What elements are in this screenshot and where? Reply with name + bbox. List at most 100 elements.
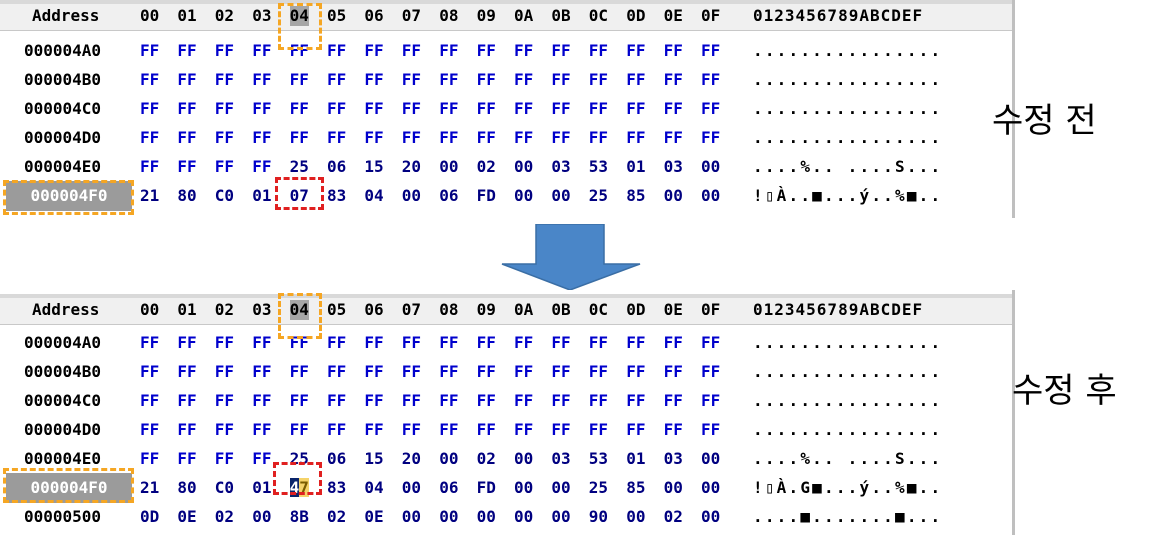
hex-byte-cell[interactable]: FF: [626, 362, 646, 381]
hex-byte-cell[interactable]: FF: [177, 362, 197, 381]
hex-byte-cell[interactable]: 20: [401, 449, 422, 468]
hex-byte-cell[interactable]: 00: [476, 507, 496, 526]
hex-byte-cell[interactable]: 00: [477, 215, 496, 218]
hex-byte-cell[interactable]: 53: [588, 157, 609, 176]
hex-byte-cell[interactable]: FF: [252, 128, 272, 147]
hex-byte-cell[interactable]: FF: [588, 333, 609, 352]
hex-byte-cell[interactable]: 00: [626, 215, 645, 218]
hex-byte-cell[interactable]: 8B: [290, 215, 309, 218]
hex-byte-cell[interactable]: 0E: [177, 507, 197, 526]
hex-byte-cell[interactable]: FF: [252, 70, 272, 89]
hex-byte-cell[interactable]: 0E: [364, 215, 383, 218]
hex-byte-cell[interactable]: FF: [663, 362, 683, 381]
hex-byte-cell[interactable]: 00: [514, 186, 534, 205]
hex-byte-cell[interactable]: FF: [514, 128, 534, 147]
hex-byte-cell[interactable]: 00: [401, 507, 422, 526]
ascii-cell[interactable]: ................: [753, 333, 943, 352]
hex-byte-cell[interactable]: FF: [252, 362, 272, 381]
hex-byte-cell[interactable]: FF: [626, 391, 646, 410]
hex-byte-cell[interactable]: 00: [514, 478, 534, 497]
hex-byte-cell[interactable]: FF: [551, 41, 571, 60]
address-cell[interactable]: 000004E0: [24, 449, 102, 468]
hex-byte-cell[interactable]: FF: [626, 70, 646, 89]
hex-byte-cell[interactable]: 8B: [289, 507, 309, 526]
hex-byte-cell[interactable]: 85: [626, 186, 646, 205]
hex-byte-cell[interactable]: FF: [177, 391, 197, 410]
ascii-cell[interactable]: ................: [753, 420, 943, 439]
hex-byte-cell[interactable]: FF: [289, 70, 309, 89]
hex-byte-cell[interactable]: FF: [663, 128, 683, 147]
hex-byte-cell[interactable]: 0D: [140, 507, 160, 526]
hex-byte-cell[interactable]: FF: [252, 420, 272, 439]
hex-byte-cell[interactable]: 00: [701, 507, 721, 526]
hex-byte-cell[interactable]: 25: [289, 157, 309, 176]
hex-byte-cell[interactable]: 21: [140, 478, 160, 497]
hex-byte-cell[interactable]: 0E: [364, 507, 384, 526]
hex-byte-cell[interactable]: 01: [252, 478, 272, 497]
hex-byte-cell[interactable]: FF: [401, 333, 422, 352]
hex-byte-cell[interactable]: FF: [327, 362, 347, 381]
hex-byte-cell[interactable]: FF: [364, 333, 384, 352]
hex-byte-cell[interactable]: FF: [663, 41, 683, 60]
hex-byte-cell[interactable]: 00: [701, 478, 721, 497]
hex-byte-cell[interactable]: FF: [701, 70, 721, 89]
hex-byte-cell[interactable]: FF: [401, 41, 422, 60]
hex-byte-cell[interactable]: 90: [589, 215, 608, 218]
hex-byte-cell[interactable]: 0D: [140, 215, 159, 218]
hex-byte-cell[interactable]: FF: [701, 99, 721, 118]
hex-byte-cell[interactable]: FF: [177, 128, 197, 147]
hex-byte-cell[interactable]: 00: [514, 215, 533, 218]
hex-byte-cell[interactable]: 00: [439, 157, 459, 176]
hex-byte-cell[interactable]: FF: [252, 333, 272, 352]
hex-byte-cell[interactable]: 00: [514, 507, 534, 526]
hex-byte-cell[interactable]: FF: [626, 99, 646, 118]
hex-byte-cell[interactable]: 03: [663, 157, 683, 176]
ascii-cell[interactable]: ................: [753, 391, 943, 410]
address-cell[interactable]: 000004D0: [24, 420, 102, 439]
hex-byte-cell[interactable]: FF: [289, 99, 309, 118]
hex-byte-cell[interactable]: 01: [252, 186, 272, 205]
hex-byte-cell[interactable]: 00: [551, 215, 570, 218]
hex-byte-cell[interactable]: 02: [214, 507, 235, 526]
hex-byte-cell[interactable]: FF: [701, 41, 721, 60]
hex-byte-cell[interactable]: 06: [439, 186, 459, 205]
hex-byte-cell[interactable]: FF: [439, 99, 459, 118]
hex-byte-cell[interactable]: 00: [252, 215, 271, 218]
hex-byte-cell[interactable]: FF: [214, 362, 235, 381]
hex-byte-cell[interactable]: FF: [476, 420, 496, 439]
hex-byte-cell[interactable]: 00: [401, 478, 422, 497]
ascii-cell[interactable]: ................: [753, 41, 943, 60]
hex-byte-cell[interactable]: 03: [663, 449, 683, 468]
hex-byte-cell[interactable]: FF: [364, 362, 384, 381]
hex-byte-cell[interactable]: 85: [626, 478, 646, 497]
hex-byte-cell[interactable]: FF: [588, 99, 609, 118]
hex-byte-cell[interactable]: FF: [588, 128, 609, 147]
hex-byte-cell[interactable]: FF: [327, 41, 347, 60]
hex-byte-cell[interactable]: FF: [401, 420, 422, 439]
ascii-cell[interactable]: ................: [753, 70, 943, 89]
address-cell[interactable]: 000004E0: [24, 157, 102, 176]
hex-byte-cell[interactable]: FF: [214, 333, 235, 352]
hex-byte-cell[interactable]: 03: [551, 157, 571, 176]
hex-byte-cell[interactable]: 21: [140, 186, 160, 205]
hex-byte-cell[interactable]: FF: [327, 333, 347, 352]
hex-byte-cell[interactable]: FF: [327, 99, 347, 118]
hex-byte-cell[interactable]: FF: [514, 420, 534, 439]
hex-byte-cell[interactable]: FF: [140, 70, 160, 89]
hex-byte-cell[interactable]: FF: [401, 362, 422, 381]
hex-byte-cell[interactable]: FF: [401, 128, 422, 147]
address-cell[interactable]: 000004A0: [24, 41, 102, 60]
ascii-cell[interactable]: ....%.. ....S...: [753, 449, 943, 468]
hex-byte-cell[interactable]: FF: [214, 128, 235, 147]
address-cell[interactable]: 000004C0: [24, 99, 102, 118]
ascii-cell[interactable]: ................: [753, 128, 943, 147]
hex-byte-cell[interactable]: FF: [551, 420, 571, 439]
hex-byte-cell[interactable]: FF: [514, 70, 534, 89]
hex-byte-cell[interactable]: 00: [439, 215, 458, 218]
address-cell[interactable]: 00000500: [24, 507, 102, 526]
address-cell[interactable]: 00000500: [24, 215, 101, 218]
hex-byte-cell[interactable]: FF: [626, 128, 646, 147]
hex-byte-cell[interactable]: 00: [663, 186, 683, 205]
hex-byte-cell[interactable]: FF: [214, 99, 235, 118]
hex-byte-cell[interactable]: FF: [140, 420, 160, 439]
